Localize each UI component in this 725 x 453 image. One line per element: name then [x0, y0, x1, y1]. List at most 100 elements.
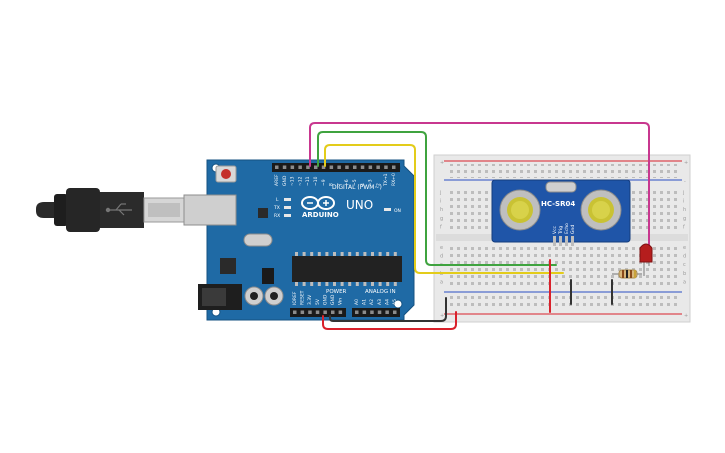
digital-pin-hole[interactable] [392, 165, 396, 170]
led-on-label: ON [394, 208, 401, 214]
wire-yellow[interactable] [324, 144, 564, 274]
power-pin-hole[interactable] [308, 310, 312, 315]
digital-pin-hole[interactable] [337, 165, 341, 170]
power-pin-hole[interactable] [338, 310, 343, 315]
row-letter: h [440, 207, 443, 213]
row-letter: e [683, 245, 686, 251]
top-power-rail[interactable] [448, 164, 678, 178]
row-letter: h [683, 207, 686, 213]
row-letter: c [683, 262, 686, 268]
sensor-pin[interactable] [559, 236, 562, 246]
analog-pin-hole[interactable] [355, 310, 359, 315]
digital-pin-hole[interactable] [329, 165, 334, 170]
power-pin-label: GND [330, 294, 336, 305]
digital-label: DIGITAL (PWM~) [332, 184, 382, 191]
row-letter: j [439, 190, 441, 196]
power-pin-hole[interactable] [331, 310, 335, 315]
transducer-left [499, 189, 541, 231]
row-letter: b [683, 271, 686, 277]
power-pin-label: GND [322, 294, 328, 305]
analog-pin-hole[interactable] [393, 310, 397, 315]
row-letter: d [683, 254, 686, 260]
wire-black-ground[interactable] [329, 297, 447, 322]
resistor[interactable] [612, 269, 642, 279]
reset-button[interactable] [215, 165, 237, 183]
wire-green[interactable] [317, 131, 557, 266]
digital-pin-hole[interactable] [384, 165, 388, 170]
digital-pin-hole[interactable] [314, 165, 318, 170]
usb-symbol-icon [105, 203, 132, 216]
digital-pin-label: ~13 [290, 176, 296, 186]
analog-label: ANALOG IN [365, 289, 396, 295]
power-pin-label: IOREF [292, 291, 298, 305]
wire-red-power[interactable] [322, 311, 457, 330]
sensor-pin[interactable] [565, 236, 568, 246]
sensor-pin-label: Echo [564, 223, 570, 234]
digital-pin-hole[interactable] [282, 165, 287, 170]
digital-pin-hole[interactable] [275, 165, 279, 170]
digital-pin-label: ~5 [352, 179, 358, 186]
power-pin-hole[interactable] [293, 310, 297, 315]
row-letter: i [440, 199, 441, 205]
power-pin-hole[interactable] [315, 310, 320, 315]
bottom-power-rail[interactable] [448, 296, 678, 310]
sensor-pin-label: Trig [558, 226, 564, 235]
arduino-logo-icon [301, 196, 335, 210]
power-analog-header[interactable] [290, 308, 400, 317]
analog-pin-hole[interactable] [370, 310, 374, 315]
digital-pin-hole[interactable] [290, 165, 295, 170]
led-rx-label: RX [274, 213, 280, 219]
power-label: POWER [326, 289, 347, 295]
digital-pin-label: ~9 [321, 179, 327, 186]
power-pin-label: RESET [300, 290, 306, 305]
digital-pin-hole[interactable] [345, 165, 349, 170]
sensor-pin[interactable] [571, 236, 574, 246]
rail-plus-top: + [684, 160, 688, 166]
digital-pin-hole[interactable] [360, 165, 365, 170]
digital-pin-label: 7 [336, 183, 342, 186]
digital-pin-hole[interactable] [298, 165, 302, 170]
analog-pin-label: A3 [377, 299, 383, 305]
row-letter: d [440, 254, 443, 260]
analog-pin-hole[interactable] [385, 310, 389, 315]
row-letter: f [683, 224, 685, 230]
analog-pin-label: A0 [354, 299, 360, 305]
analog-pin-hole[interactable] [362, 310, 367, 315]
digital-pin-hole[interactable] [368, 165, 373, 170]
power-jack[interactable] [198, 284, 242, 310]
analog-pin-label: A5 [392, 299, 398, 305]
wires[interactable] [309, 122, 650, 330]
digital-pin-label: 2 [375, 183, 381, 186]
digital-pin-label: ~11 [305, 176, 311, 186]
row-letter: a [440, 279, 443, 285]
digital-pin-hole[interactable] [321, 165, 326, 170]
analog-pin-hole[interactable] [377, 310, 382, 315]
digital-header[interactable] [272, 163, 400, 172]
digital-pin-hole[interactable] [306, 165, 310, 170]
digital-pin-label: ~12 [297, 176, 303, 186]
row-letter: g [683, 216, 686, 222]
digital-pin-label: 8 [329, 183, 335, 186]
led-l-label: L [276, 197, 279, 203]
wire-magenta[interactable] [309, 122, 650, 253]
digital-pin-hole[interactable] [353, 165, 357, 170]
power-pin-hole[interactable] [323, 310, 327, 315]
power-pin-label: 3.3V [307, 294, 313, 305]
rail-minus-top: - [684, 179, 686, 185]
sensor-pin[interactable] [553, 236, 556, 246]
digital-pin-hole[interactable] [376, 165, 380, 170]
sensor-name: HC-SR04 [541, 200, 575, 208]
usb-cable[interactable] [36, 188, 185, 232]
usb-port[interactable] [183, 194, 237, 226]
usb-chip [258, 208, 268, 218]
row-letter: g [440, 216, 443, 222]
red-led[interactable] [639, 243, 653, 276]
power-pin-hole[interactable] [300, 310, 305, 315]
